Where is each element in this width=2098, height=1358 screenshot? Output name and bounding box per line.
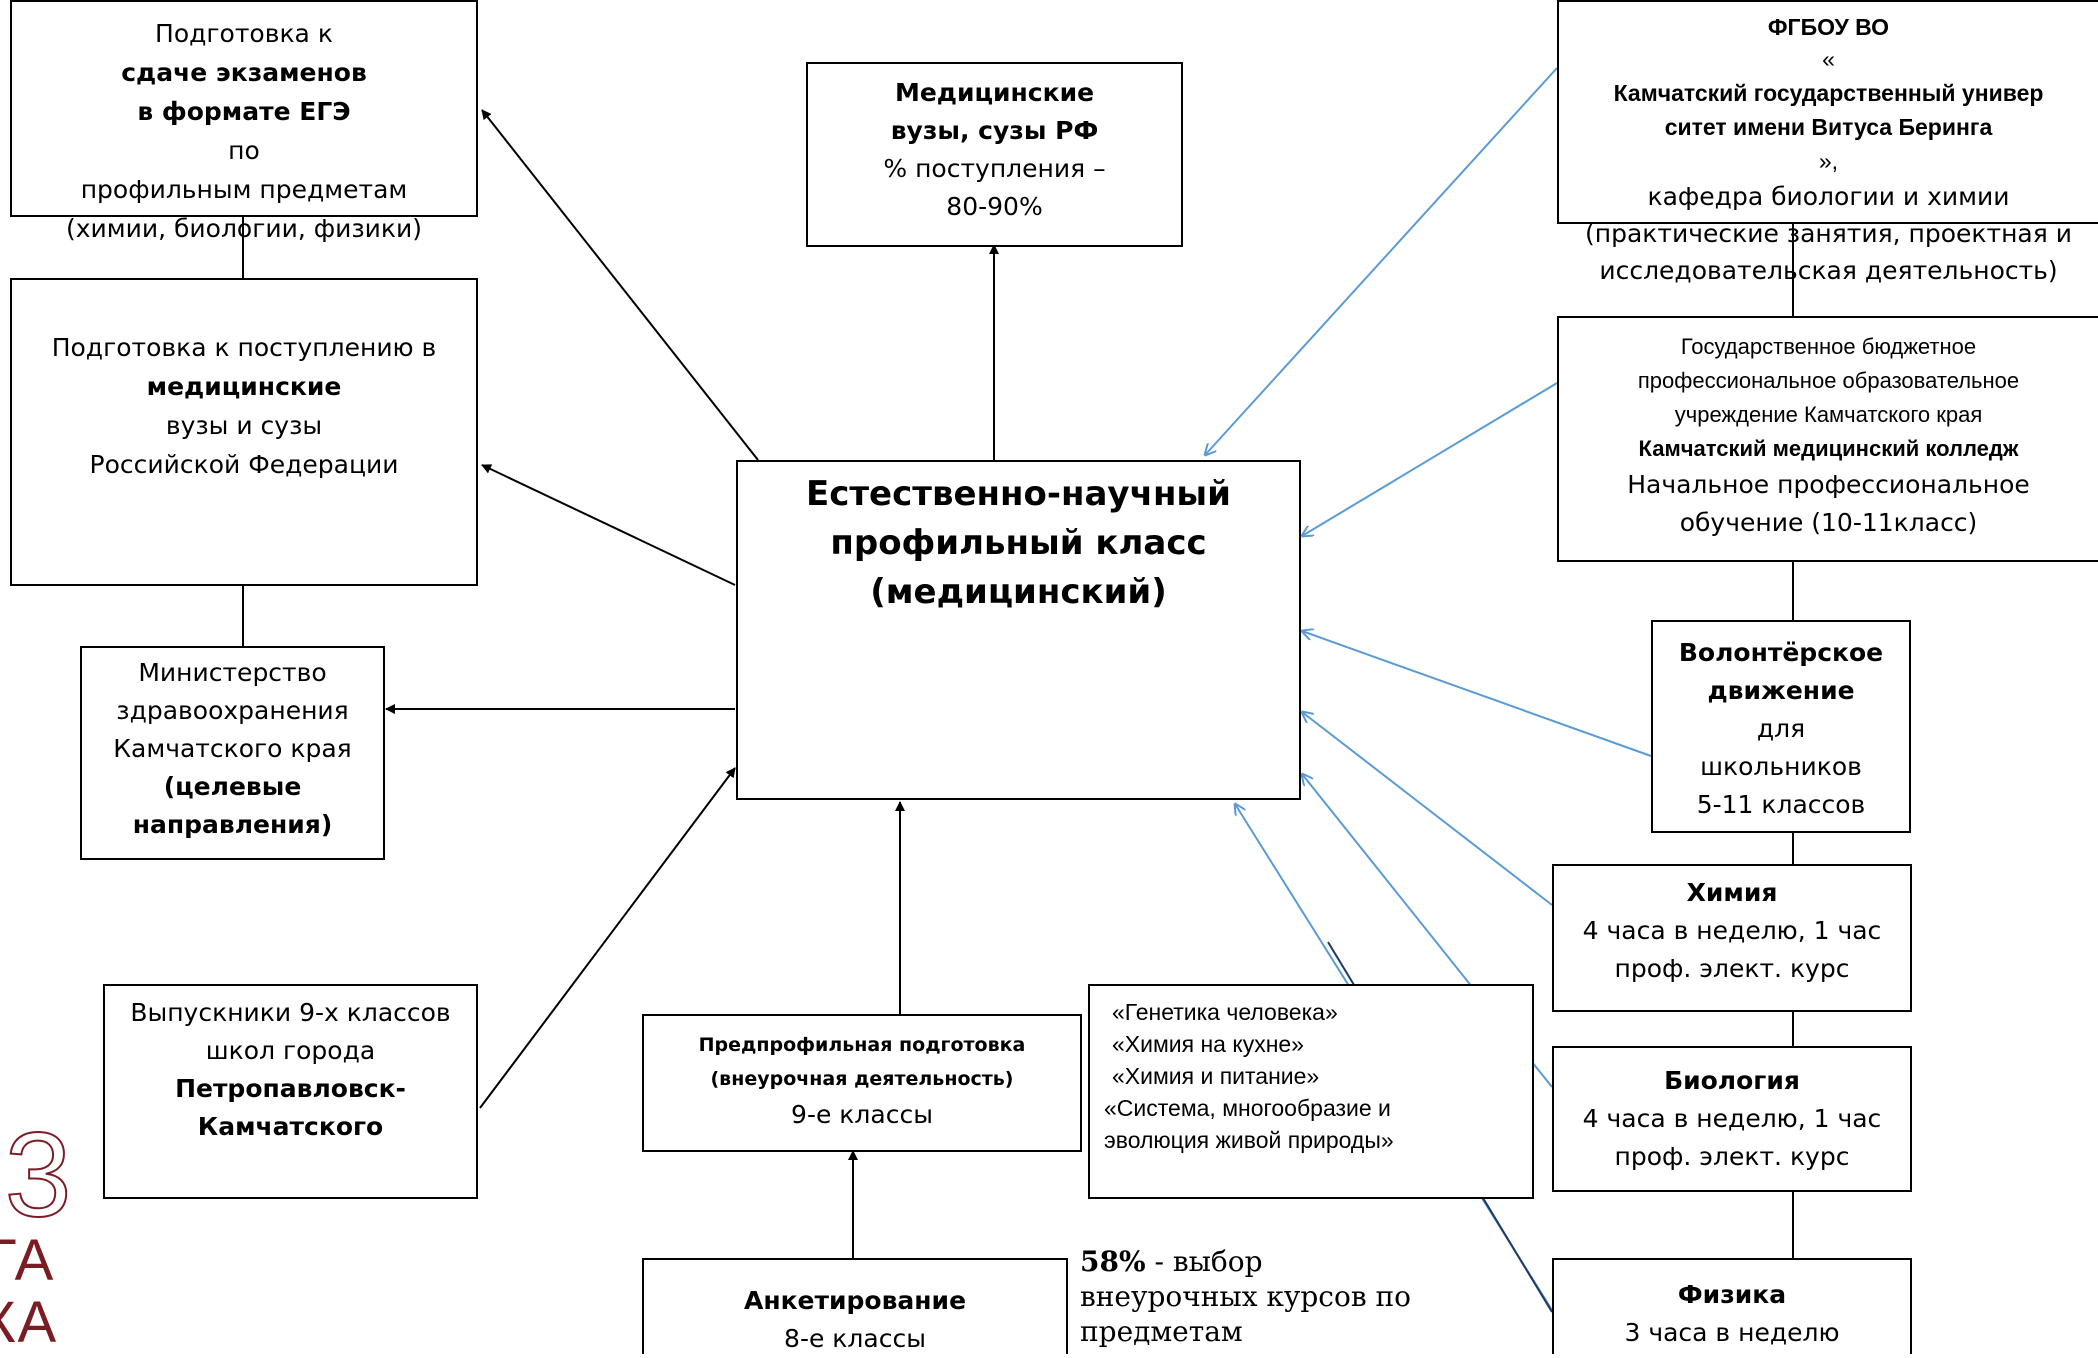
admission-prep-box: Подготовка к поступлению в медицинские в… bbox=[10, 278, 478, 586]
arrow-graduates-to-center bbox=[479, 767, 736, 1109]
center-title-line2: профильный класс bbox=[830, 523, 1207, 563]
logo-number: 23 bbox=[0, 1120, 72, 1242]
center-title-line1: Естественно-научный bbox=[805, 474, 1232, 514]
arrow-center-to-admission bbox=[481, 464, 736, 586]
arrow-center-to-exam bbox=[481, 109, 759, 461]
logo-word1: ОГА bbox=[0, 1228, 56, 1293]
college-box: Государственное бюджетное профессиональн… bbox=[1557, 316, 2098, 562]
university-box: ФГБОУ ВО «Камчатский государственный уни… bbox=[1557, 0, 2098, 285]
preprofile-box: Предпрофильная подготовка (внеурочная де… bbox=[642, 1014, 1082, 1152]
arrow-college-to-center bbox=[1302, 382, 1558, 536]
arrow-chemistry-to-center bbox=[1302, 712, 1553, 906]
logo: 23 ОГА ИКА bbox=[0, 1120, 98, 1354]
survey-box: Анкетирование 8-е классы bbox=[642, 1258, 1068, 1354]
physics-box: Физика 3 часа в неделю bbox=[1552, 1258, 1912, 1354]
chemistry-box: Химия 4 часа в неделю, 1 час проф. элект… bbox=[1552, 864, 1912, 1012]
logo-word2: ИКА bbox=[0, 1290, 59, 1354]
stat-percent: 58% bbox=[1080, 1245, 1146, 1278]
biology-box: Биология 4 часа в неделю, 1 час проф. эл… bbox=[1552, 1046, 1912, 1192]
arrow-university-to-center bbox=[1205, 67, 1558, 455]
center-box: Естественно-научный профильный класс (ме… bbox=[736, 460, 1301, 800]
courses-box: «Генетика человека» «Химия на кухне» «Хи… bbox=[1088, 984, 1534, 1199]
stat-note: 58% - выбор внеурочных курсов по предмет… bbox=[1080, 1245, 1412, 1348]
arrow-volunteer-to-center bbox=[1302, 631, 1652, 757]
center-title-line3: (медицинский) bbox=[870, 572, 1167, 612]
volunteer-box: Волонтёрское движение для школьников 5-1… bbox=[1651, 620, 1911, 833]
ministry-box: Министерство здравоохранения Камчатского… bbox=[80, 646, 385, 860]
exam-prep-box: Подготовка к сдаче экзаменов в формате Е… bbox=[10, 0, 478, 243]
graduates-box: Выпускники 9-х классов школ города Петро… bbox=[103, 984, 478, 1199]
med-unis-box: Медицинские вузы, сузы РФ % поступления … bbox=[806, 62, 1183, 247]
